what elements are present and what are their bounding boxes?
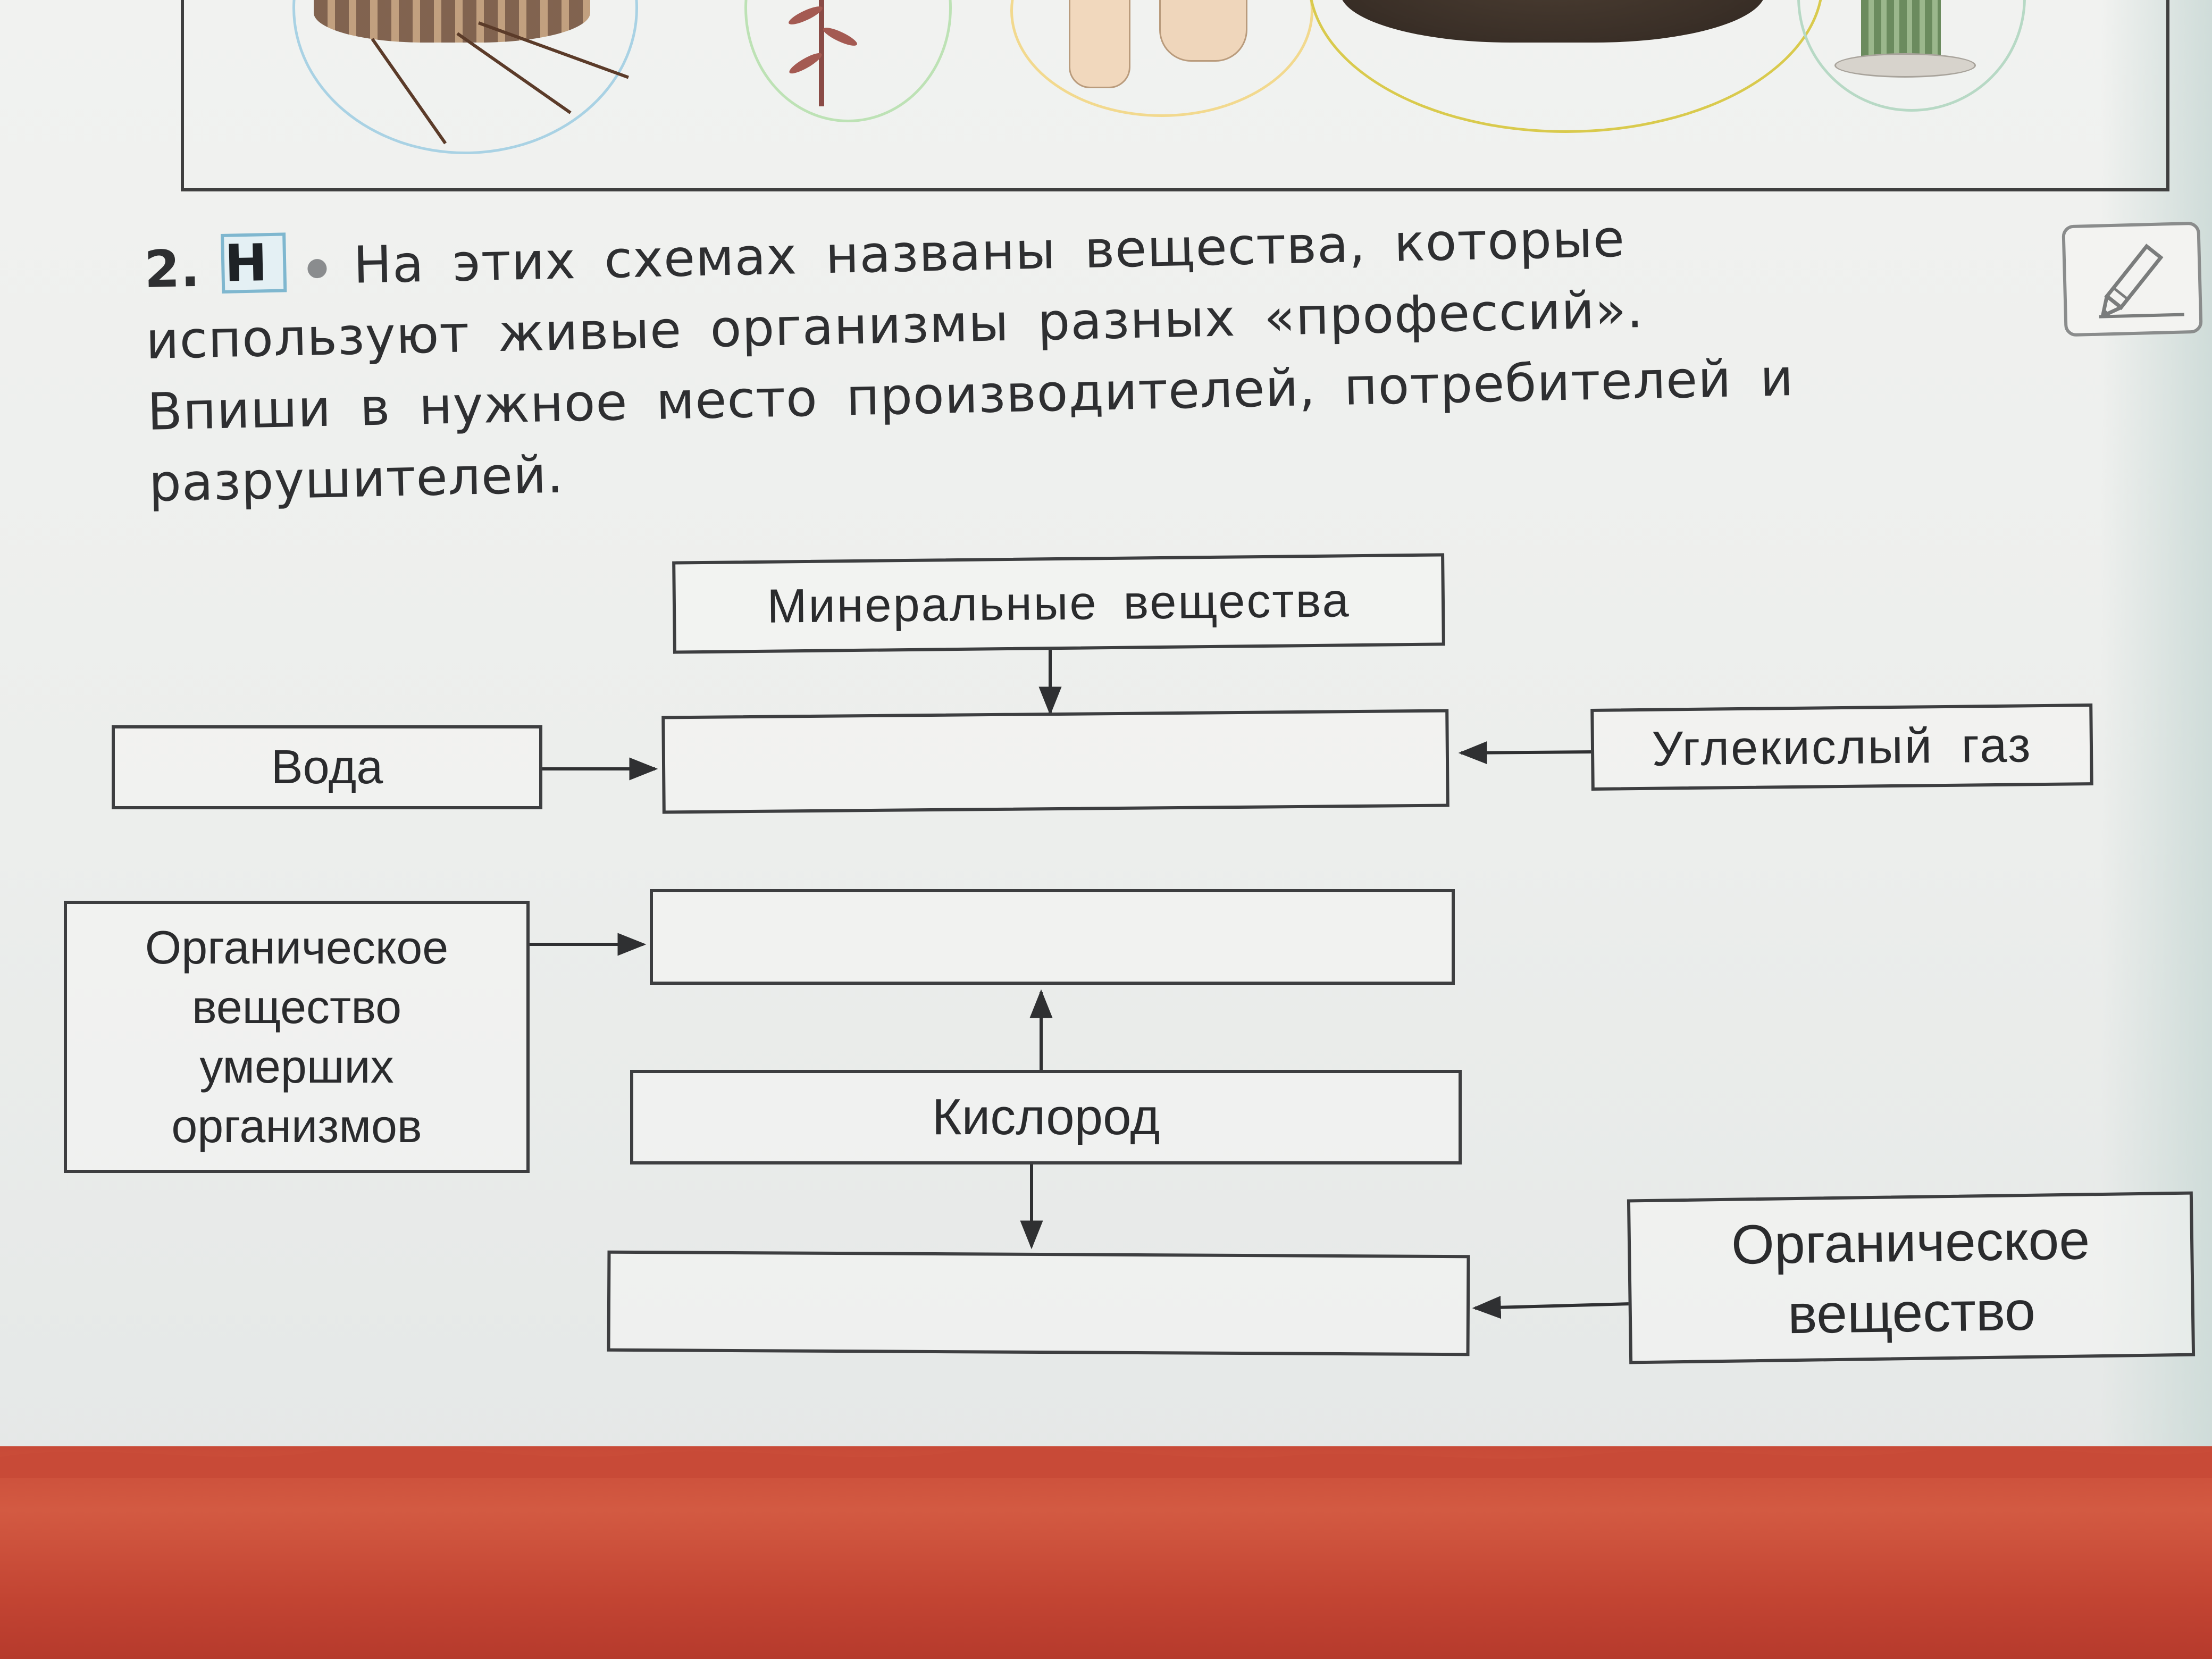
producers-answer-box[interactable]	[661, 709, 1449, 814]
foot-illustration	[1159, 0, 1247, 62]
red-fabric-background	[0, 1446, 2212, 1659]
organic-line-2: вещество	[1787, 1280, 2036, 1346]
organic-box: Органическое вещество	[1627, 1191, 2196, 1364]
dead-organic-line-2: вещество	[191, 981, 402, 1033]
decomposers-answer-text	[653, 892, 1452, 982]
co2-label: Углекислый газ	[1651, 717, 2032, 776]
producers-answer-text	[665, 713, 1446, 811]
minerals-box: Минеральные вещества	[672, 553, 1445, 654]
organic-label: Органическое вещество	[1630, 1195, 2192, 1361]
lobster-illustration	[314, 0, 590, 43]
illustration-frame	[181, 0, 2169, 191]
oxygen-label: Кислород	[932, 1088, 1160, 1145]
water-label: Вода	[271, 740, 383, 794]
dead-organic-box: Органическое вещество умерших организмов	[64, 901, 530, 1173]
dead-organic-line-1: Органическое	[145, 921, 449, 974]
arrow-co2-to-producers	[1458, 741, 1595, 765]
foot-illustration	[1069, 0, 1130, 88]
co2-box: Углекислый газ	[1590, 703, 2093, 791]
pencil-icon	[2062, 221, 2203, 337]
dead-organic-label: Органическое вещество умерших организмов	[67, 904, 526, 1170]
minerals-label: Минеральные вещества	[767, 573, 1351, 633]
cactus-pot-illustration	[1834, 53, 1976, 78]
decomposers-answer-box[interactable]	[650, 889, 1455, 985]
consumers-answer-text	[610, 1254, 1467, 1353]
dead-organic-line-3: умерших	[199, 1040, 394, 1093]
organic-line-1: Органическое	[1731, 1209, 2090, 1276]
arrow-organic-to-consumers	[1472, 1296, 1631, 1319]
fabric-edge	[0, 1447, 2212, 1478]
water-box: Вода	[112, 725, 542, 809]
consumers-answer-box[interactable]	[607, 1250, 1470, 1356]
dead-organic-line-4: организмов	[171, 1100, 422, 1152]
oxygen-box: Кислород	[630, 1070, 1462, 1164]
